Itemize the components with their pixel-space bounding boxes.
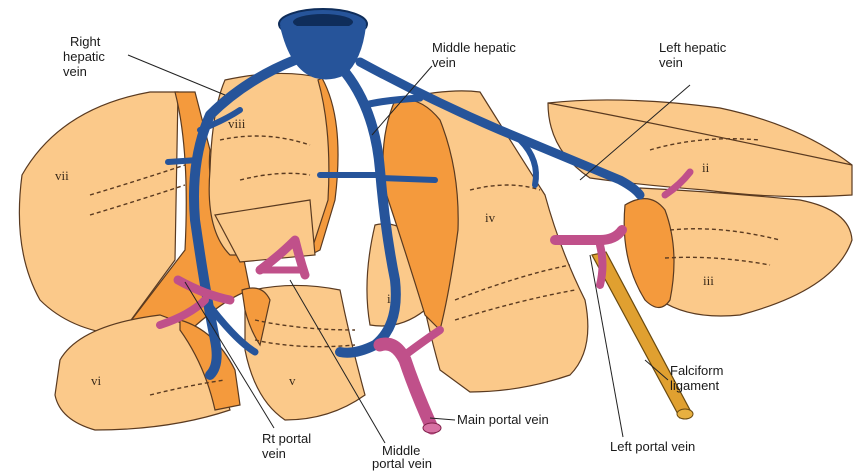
middle-hepatic-vein-branch-right	[380, 178, 435, 180]
segment-label-i: i	[387, 291, 391, 306]
segment-label-vii: vii	[55, 168, 69, 183]
segment-label-v: v	[289, 373, 296, 388]
leader-right-hepatic-vein	[128, 55, 225, 95]
label-rt-portal-vein: Rt portal vein	[262, 431, 315, 461]
segment-ii-lobe	[548, 100, 852, 197]
left-portal-vein	[555, 230, 622, 240]
label-main-portal-vein: Main portal vein	[457, 412, 549, 427]
main-portal-vein-end	[423, 423, 441, 433]
segment-label-vi: vi	[91, 373, 102, 388]
segment-iii-cut-face	[624, 199, 674, 308]
label-right-hepatic-vein: Right hepatic vein	[63, 34, 109, 79]
label-rt-portal-vein-line2: vein	[262, 446, 286, 461]
left-portal-vein-branch-iii	[600, 245, 603, 285]
label-left-hepatic-vein-line1: Left hepatic	[659, 40, 727, 55]
label-middle-hepatic-vein-line2: vein	[432, 55, 456, 70]
label-left-portal-vein: Left portal vein	[610, 439, 695, 454]
label-left-hepatic-vein-line2: vein	[659, 55, 683, 70]
label-falciform-ligament-line2: ligament	[670, 378, 720, 393]
falciform-ligament-end	[677, 409, 693, 419]
label-right-hepatic-vein-line3: vein	[63, 64, 87, 79]
right-hepatic-vein-branch-vii	[168, 160, 198, 162]
label-falciform-ligament-line1: Falciform	[670, 363, 723, 378]
label-middle-portal-vein: Middle portal vein	[372, 443, 432, 471]
label-middle-hepatic-vein-line1: Middle hepatic	[432, 40, 516, 55]
label-right-hepatic-vein-line2: hepatic	[63, 49, 105, 64]
label-middle-hepatic-vein: Middle hepatic vein	[432, 40, 519, 70]
label-middle-portal-vein-line2: portal vein	[372, 456, 432, 471]
segment-label-iv: iv	[485, 210, 496, 225]
label-left-hepatic-vein: Left hepatic vein	[659, 40, 730, 70]
label-right-hepatic-vein-line1: Right	[70, 34, 101, 49]
segment-label-viii: viii	[228, 116, 246, 131]
label-rt-portal-vein-line1: Rt portal	[262, 431, 311, 446]
segment-label-iii: iii	[703, 273, 714, 288]
label-falciform-ligament: Falciform ligament	[670, 363, 727, 393]
ivc-trunk	[280, 26, 366, 79]
segment-label-ii: ii	[702, 160, 710, 175]
